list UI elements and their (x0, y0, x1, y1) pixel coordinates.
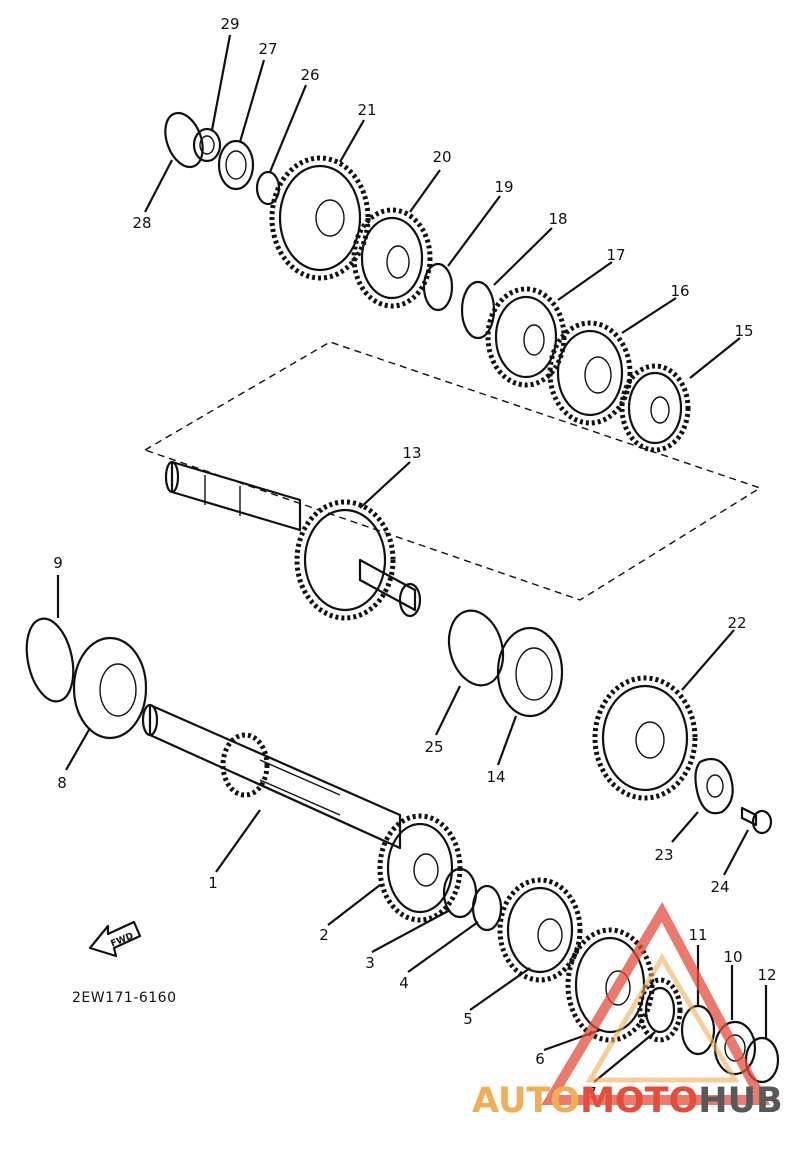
callout-13: 13 (402, 444, 421, 462)
callout-7: 7 (587, 1084, 597, 1102)
watermark-triangle-icon (541, 901, 771, 1105)
part-26-washer (255, 170, 281, 206)
part-22-sprocket (592, 675, 698, 801)
callout-4: 4 (399, 974, 409, 992)
part-24-bolt (740, 806, 773, 835)
part-20-gear (351, 207, 433, 309)
part-4-circlip (471, 884, 503, 932)
part-11-collar (680, 1004, 716, 1056)
callout-25: 25 (424, 738, 443, 756)
diagram-part-code: 2EW171-6160 (72, 990, 177, 1006)
callout-28: 28 (132, 214, 151, 232)
callout-5: 5 (463, 1010, 473, 1028)
callout-10: 10 (723, 948, 742, 966)
callout-29: 29 (220, 15, 239, 33)
part-27-bearing (217, 139, 255, 191)
callout-20: 20 (432, 148, 451, 166)
callout-26: 26 (300, 66, 319, 84)
callout-2: 2 (319, 926, 329, 944)
fwd-label: FWD (109, 931, 135, 949)
callout-3: 3 (365, 954, 375, 972)
part-14-oil-seal (496, 626, 564, 718)
callout-27: 27 (258, 40, 277, 58)
callout-labels: 29 27 26 21 28 20 19 18 17 16 15 13 9 8 … (53, 15, 776, 1102)
leader-lines (56, 34, 768, 1083)
fwd-arrow-icon: FWD (88, 920, 142, 958)
part-15-gear (619, 363, 691, 453)
part-8-bearing (72, 636, 148, 740)
part-18-washer (460, 280, 496, 340)
part-17-gear (485, 286, 567, 388)
callout-21: 21 (357, 101, 376, 119)
dashed-group-boundary (143, 341, 762, 601)
callout-9: 9 (53, 554, 63, 572)
part-21-gear (269, 155, 371, 281)
watermark-hub: HUB (698, 1081, 782, 1121)
part-13-main-axle (164, 460, 422, 621)
callout-11: 11 (688, 926, 707, 944)
callout-19: 19 (494, 178, 513, 196)
part-23-lock-washer (694, 757, 734, 815)
watermark-auto: AUTO (472, 1081, 580, 1121)
part-29-washer (192, 127, 222, 163)
part-9-circlip (25, 617, 75, 703)
part-28-circlip (164, 111, 204, 169)
callout-15: 15 (734, 322, 753, 340)
callout-22: 22 (727, 614, 746, 632)
part-16-gear (547, 320, 633, 426)
callout-24: 24 (710, 878, 729, 896)
part-25-circlip (447, 609, 505, 687)
part-19-circlip (422, 262, 454, 312)
callout-16: 16 (670, 282, 689, 300)
watermark-logo: AUTOMOTOHUB (472, 901, 783, 1121)
part-5-gear (497, 877, 583, 983)
callout-17: 17 (606, 246, 625, 264)
callout-6: 6 (535, 1050, 545, 1068)
part-7-gear (637, 977, 683, 1043)
callout-18: 18 (548, 210, 567, 228)
callout-12: 12 (757, 966, 776, 984)
part-2-gear (377, 813, 463, 923)
callout-14: 14 (486, 768, 505, 786)
callout-8: 8 (57, 774, 67, 792)
callout-1: 1 (208, 874, 218, 892)
watermark-moto: MOTO (580, 1081, 698, 1121)
part-1-countershaft (141, 703, 402, 850)
svg-text:AUTOMOTOHUB: AUTOMOTOHUB (472, 1081, 783, 1121)
callout-23: 23 (654, 846, 673, 864)
